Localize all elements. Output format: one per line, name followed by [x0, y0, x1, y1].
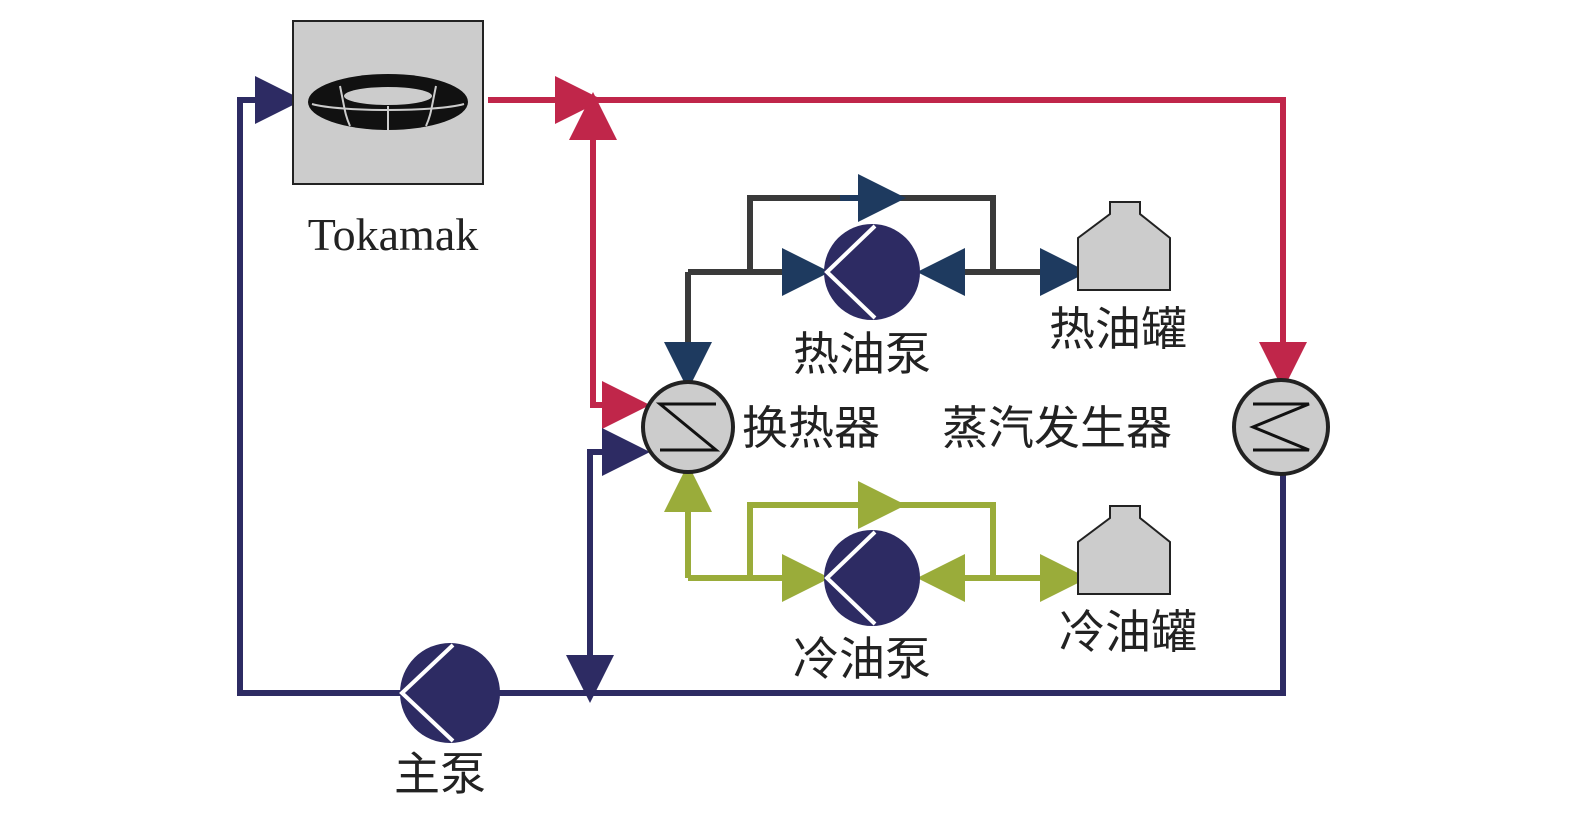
steam-generator-label: 蒸汽发生器 — [942, 401, 1172, 455]
cold-primary-loop — [237, 76, 1286, 703]
hot-oil-loop — [664, 174, 1088, 390]
steam-generator — [1232, 378, 1330, 476]
tank-icon — [1077, 505, 1171, 595]
cold-oil-tank — [1077, 505, 1171, 595]
tank-icon — [1077, 201, 1171, 291]
pump-icon — [824, 224, 877, 320]
hx-cold-inlet-pipe — [587, 428, 650, 685]
pump-icon — [399, 643, 455, 743]
hot-oil-tank-label: 热油罐 — [1049, 302, 1187, 356]
cold-oil-pump — [824, 530, 920, 626]
pump-icon — [824, 530, 877, 626]
tokamak — [292, 20, 484, 185]
hot-oil-pump — [824, 224, 920, 320]
hx-hot-inlet-pipe — [590, 100, 650, 429]
cold-oil-pump-label: 冷油泵 — [793, 632, 931, 686]
hx-coil-icon — [655, 402, 721, 452]
heat-exchanger-label: 换热器 — [742, 401, 880, 455]
sg-coil-icon — [1249, 402, 1310, 452]
return-pipe — [237, 76, 1286, 696]
hot-oil-pump-label: 热油泵 — [793, 327, 931, 381]
tokamak-label: Tokamak — [308, 209, 479, 260]
main-pump — [399, 643, 500, 743]
hot-oil-tank — [1077, 201, 1171, 291]
torus-icon — [308, 74, 468, 130]
heat-exchanger — [641, 380, 735, 474]
cold-oil-tank-label: 冷油罐 — [1059, 605, 1197, 659]
steam-generator-feed-pipe — [585, 97, 1307, 390]
cold-oil-loop — [664, 464, 1088, 602]
main-pump-label: 主泵 — [394, 747, 486, 801]
hot-primary-loop — [488, 76, 1307, 429]
